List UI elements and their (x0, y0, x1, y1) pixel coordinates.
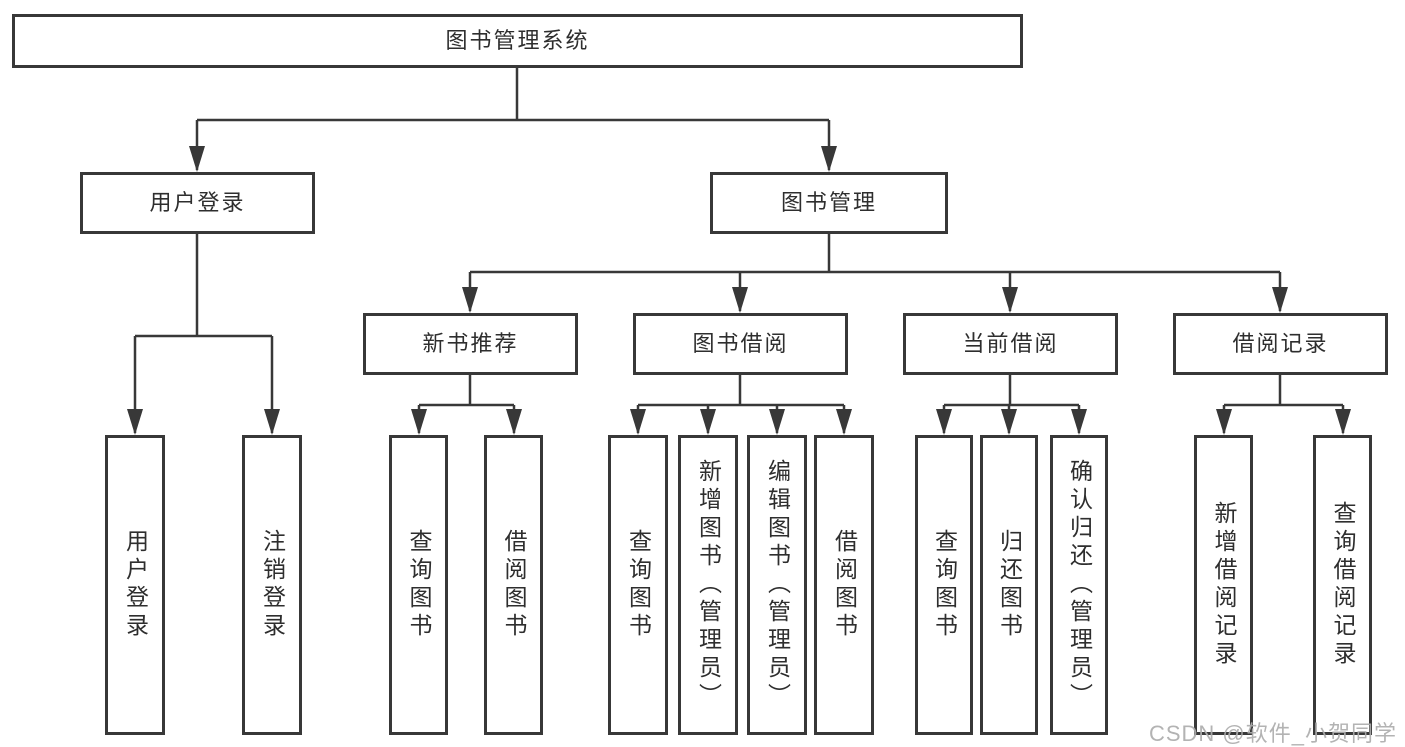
leaf-query-book-1: 查询图书 (389, 435, 448, 735)
leaf-query-borrow-record-label: 查询借阅记录 (1330, 501, 1356, 669)
leaf-user-login-label: 用户登录 (122, 529, 149, 641)
leaf-query-book-2-label: 查询图书 (625, 529, 652, 641)
node-root-label: 图书管理系统 (445, 28, 590, 53)
leaf-user-login: 用户登录 (105, 435, 165, 735)
node-book-borrow: 图书借阅 (633, 313, 848, 375)
node-borrow-record-label: 借阅记录 (1232, 331, 1329, 356)
leaf-edit-book-admin: 编辑图书（管理员） (747, 435, 807, 735)
leaf-add-book-admin: 新增图书（管理员） (678, 435, 738, 735)
leaf-borrow-book-1-label: 借阅图书 (501, 529, 527, 641)
leaf-add-book-admin-label: 新增图书（管理员） (695, 459, 722, 711)
node-new-book-recommend: 新书推荐 (363, 313, 578, 375)
leaf-query-borrow-record: 查询借阅记录 (1313, 435, 1372, 735)
node-user-login: 用户登录 (80, 172, 315, 234)
leaf-query-book-2: 查询图书 (608, 435, 668, 735)
leaf-edit-book-admin-label: 编辑图书（管理员） (764, 459, 791, 711)
node-user-login-label: 用户登录 (149, 190, 246, 215)
leaf-query-book-3: 查询图书 (915, 435, 973, 735)
leaf-return-book: 归还图书 (980, 435, 1038, 735)
leaf-add-borrow-record: 新增借阅记录 (1194, 435, 1253, 735)
csdn-watermark: CSDN @软件_小贺同学 (1148, 721, 1397, 746)
node-current-borrow: 当前借阅 (903, 313, 1118, 375)
node-book-management: 图书管理 (710, 172, 948, 234)
leaf-return-book-label: 归还图书 (996, 529, 1023, 641)
leaf-logout-label: 注销登录 (259, 529, 286, 641)
leaf-add-borrow-record-label: 新增借阅记录 (1211, 501, 1237, 669)
leaf-confirm-return-admin-label: 确认归还（管理员） (1066, 459, 1093, 711)
leaf-logout: 注销登录 (242, 435, 302, 735)
node-book-management-label: 图书管理 (780, 190, 877, 215)
leaf-query-book-3-label: 查询图书 (931, 529, 958, 641)
leaf-borrow-book-2-label: 借阅图书 (831, 529, 858, 641)
leaf-borrow-book-2: 借阅图书 (814, 435, 874, 735)
leaf-query-book-1-label: 查询图书 (406, 529, 432, 641)
node-root: 图书管理系统 (12, 14, 1023, 68)
leaf-borrow-book-1: 借阅图书 (484, 435, 543, 735)
node-current-borrow-label: 当前借阅 (962, 331, 1059, 356)
node-book-borrow-label: 图书借阅 (692, 331, 789, 356)
node-new-book-recommend-label: 新书推荐 (422, 331, 519, 356)
node-borrow-record: 借阅记录 (1173, 313, 1388, 375)
leaf-confirm-return-admin: 确认归还（管理员） (1050, 435, 1108, 735)
